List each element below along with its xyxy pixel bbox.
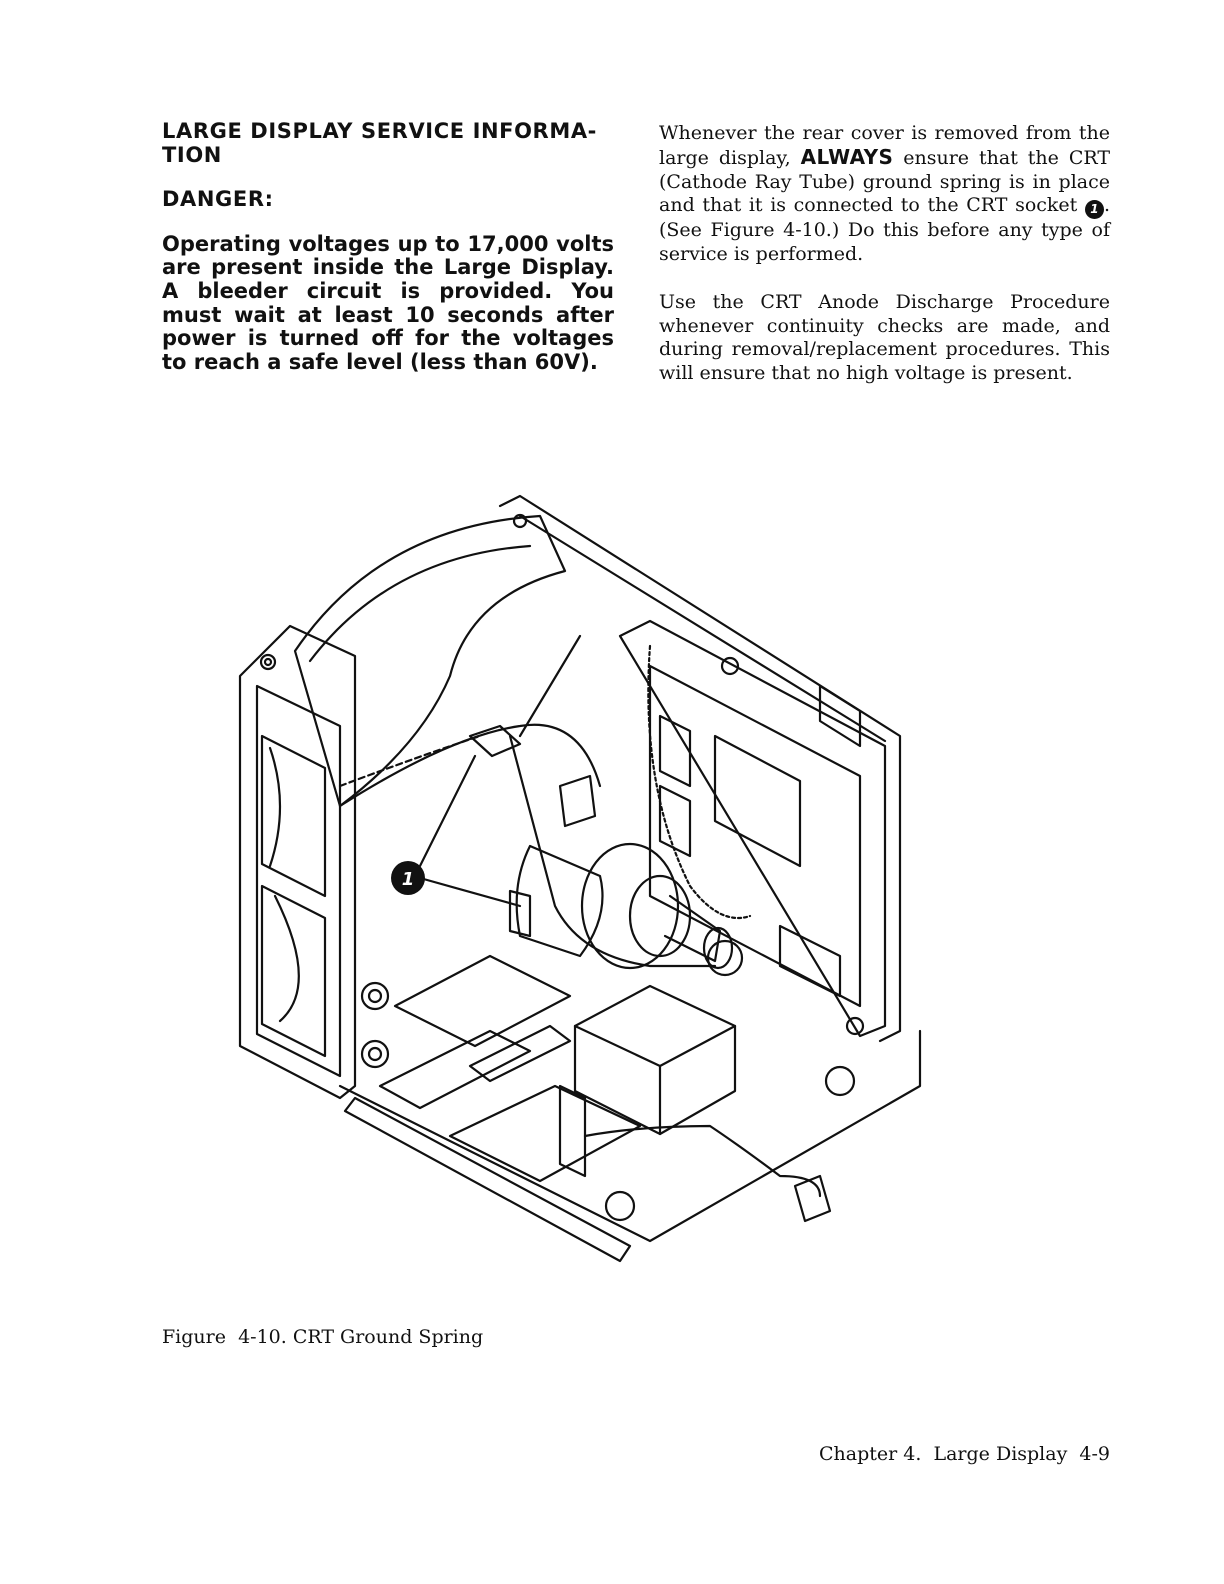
paragraph1-text-b: ensure that the CRT (Cathode Ray Tube) g… — [659, 146, 1111, 217]
crt-ground-spring-figure: 1 — [220, 486, 940, 1276]
left-side-panel — [238, 624, 357, 1100]
cable-connector — [558, 1084, 832, 1223]
right-column: Whenever the rear cover is removed from … — [659, 122, 1110, 410]
crt-neck-yoke — [508, 774, 744, 977]
ground-spring-paragraph: Whenever the rear cover is removed from … — [659, 122, 1110, 267]
figure-caption: Figure 4-10. CRT Ground Spring — [162, 1326, 484, 1348]
chassis-base — [338, 954, 922, 1263]
flyback-transformer — [573, 984, 737, 1136]
callout-leader — [418, 876, 522, 908]
ground-spring-wire — [418, 734, 717, 968]
callout-marker-inline: 1 — [1084, 200, 1104, 220]
page-footer: Chapter 4. Large Display 4-9 — [819, 1443, 1110, 1465]
callout-marker-1 — [391, 861, 425, 895]
callout-number: 1 — [402, 869, 415, 890]
danger-warning-text: Operating voltages up to 17,000 volts ar… — [162, 231, 614, 374]
section-title: LARGE DISPLAY SERVICE INFORMA- TION — [162, 119, 597, 167]
danger-label: DANGER: — [162, 187, 274, 212]
always-emphasis: ALWAYS — [800, 144, 894, 169]
anode-discharge-paragraph: Use the CRT Anode Discharge Procedure wh… — [659, 290, 1110, 385]
crt-tube — [293, 514, 602, 808]
top-rail — [498, 494, 902, 1043]
circuit-board — [618, 619, 887, 1038]
left-column: LARGE DISPLAY SERVICE INFORMA- TION DANG… — [162, 119, 614, 374]
paragraph1-text-c: . (See Figure 4-10.) Do this before any … — [659, 194, 1110, 266]
paragraph1-text-a: Whenever the rear cover is removed from … — [659, 122, 1110, 169]
